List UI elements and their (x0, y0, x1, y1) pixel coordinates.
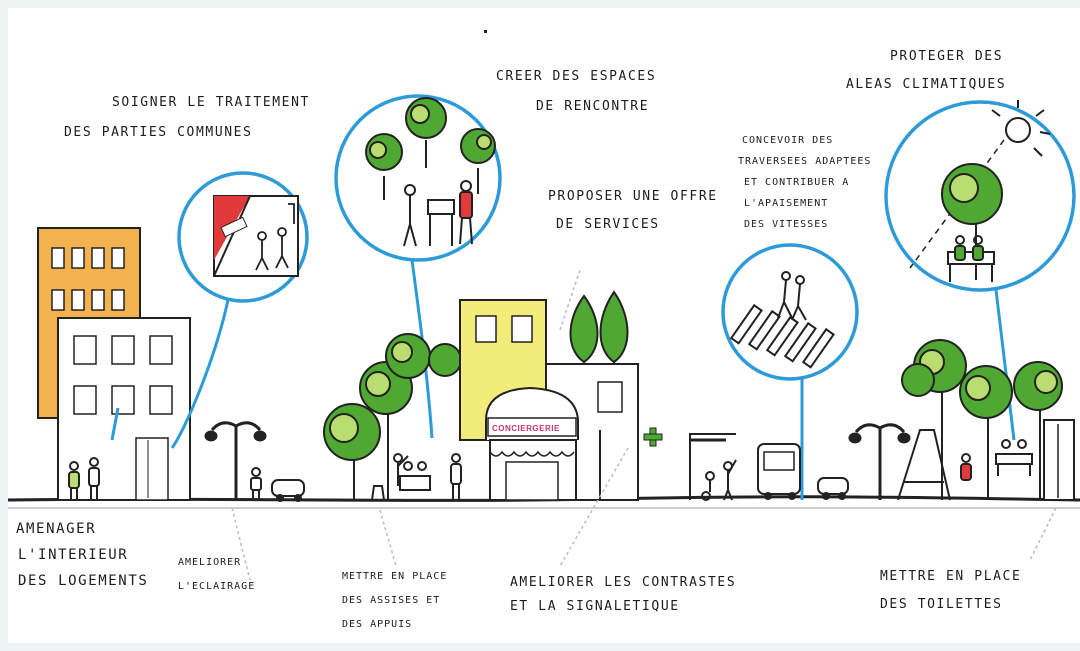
label-amenager-1: AMENAGER (16, 521, 97, 537)
label-creer-2: DE RENCONTRE (536, 99, 650, 114)
label-assises-2: DES ASSISES ET (342, 595, 441, 606)
label-amenager-2: L'INTERIEUR (18, 547, 129, 563)
conciergerie-sign: CONCIERGERIE (492, 424, 560, 433)
toilet-kiosk (1043, 419, 1075, 501)
small-car-left (271, 479, 305, 502)
bubble-aleas-climatiques (884, 100, 1076, 441)
ink-dot (484, 30, 487, 33)
label-assises-3: DES APPUIS (342, 619, 413, 630)
label-contrastes-1: AMELIORER LES CONTRASTES (510, 575, 737, 590)
street-lamp-left (204, 421, 267, 500)
bubble-parties-communes (170, 171, 309, 449)
label-proteger-1: PROTEGER DES (890, 49, 1004, 64)
pointer-contrastes (559, 447, 629, 567)
label-concevoir-2: TRAVERSEES ADAPTEES (738, 156, 872, 167)
pointer-logements (110, 407, 120, 441)
label-amenager-3: DES LOGEMENTS (18, 573, 149, 589)
white-building (57, 317, 191, 501)
bench-with-people (371, 453, 462, 501)
bus (757, 443, 801, 500)
street-lamp-right (848, 423, 911, 500)
white-building-right (545, 363, 639, 501)
pharmacy-cross-icon (643, 427, 663, 447)
people-left (68, 457, 100, 499)
label-proposer-2: DE SERVICES (556, 217, 660, 232)
label-contrastes-2: ET LA SIGNALETIQUE (510, 599, 680, 614)
label-toilettes-1: METTRE EN PLACE (880, 569, 1022, 584)
pointer-toilettes (1029, 507, 1057, 561)
trees-park-right (901, 339, 1063, 500)
bubble-traversees (721, 243, 859, 500)
label-creer-1: CREER DES ESPACES (496, 69, 657, 84)
person-near-car (250, 467, 262, 500)
label-concevoir-1: CONCEVOIR DES (742, 135, 834, 146)
label-eclairage-1: AMELIORER (178, 557, 242, 568)
pointer-eclairage (231, 507, 251, 581)
trees-center (323, 333, 462, 500)
label-toilettes-2: DES TOILETTES (880, 597, 1003, 612)
small-car-right (817, 477, 849, 500)
label-concevoir-5: DES VITESSES (744, 219, 829, 230)
slide-and-people (897, 429, 1033, 501)
label-soigner-2: DES PARTIES COMMUNES (64, 125, 253, 140)
conciergerie-shop (485, 386, 579, 501)
label-proposer-1: PROPOSER UNE OFFRE (548, 189, 718, 204)
bubble-espaces-rencontre (334, 94, 502, 439)
label-soigner-1: SOIGNER LE TRAITEMENT (112, 95, 310, 110)
label-eclairage-2: L'ECLAIRAGE (178, 581, 256, 592)
label-concevoir-4: L'APAISEMENT (744, 198, 829, 209)
label-proteger-2: ALEAS CLIMATIQUES (846, 77, 1007, 92)
label-assises-1: METTRE EN PLACE (342, 571, 448, 582)
pointer-assises (379, 509, 397, 567)
pointer-services (559, 269, 581, 331)
label-concevoir-3: ET CONTRIBUER A (744, 177, 850, 188)
bus-shelter (689, 433, 737, 501)
cypress-trees (569, 290, 629, 364)
